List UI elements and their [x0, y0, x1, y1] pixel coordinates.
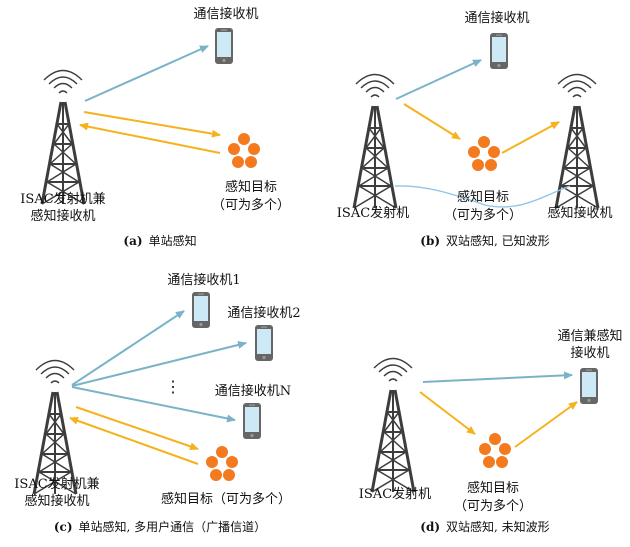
- sensing-tx-arrow: [403, 103, 461, 140]
- receiver-label-line2: 接收机: [570, 345, 609, 361]
- tx-label: ISAC发射机: [359, 486, 431, 502]
- phone-icon-2: [255, 325, 273, 361]
- sensing-echo-arrow: [69, 416, 199, 465]
- comm-link-arrow: [422, 371, 573, 383]
- receiver1-label: 通信接收机1: [167, 272, 240, 288]
- receiver-label: 通信接收机: [193, 6, 258, 22]
- tx-label-line1: ISAC发射机兼: [14, 476, 99, 492]
- tx-label-line2: 感知接收机: [24, 493, 89, 509]
- comm-link-arrow-n: [71, 386, 236, 423]
- caption-d: (d)双站感知, 未知波形: [420, 519, 549, 534]
- isac-tower-icon: [32, 359, 78, 496]
- target-label: 感知目标（可为多个）: [161, 491, 291, 507]
- tx-label: ISAC发射机: [337, 205, 409, 221]
- panel-d: 通信兼感知 接收机 ISAC发射机 感知目标 （可为多个） (d)双站感知, 未…: [359, 328, 623, 534]
- sensing-target-icon: [468, 136, 500, 171]
- sensing-target-icon: [479, 433, 511, 468]
- sensing-target-icon: [206, 446, 238, 481]
- receiver-label-line1: 通信兼感知: [557, 328, 622, 344]
- target-label-line2: （可为多个）: [454, 498, 532, 514]
- more-receivers-ellipsis: ⋮: [165, 377, 181, 396]
- isac-tower-icon: [370, 357, 416, 494]
- target-label-line1: 感知目标: [467, 480, 519, 496]
- comm-link-arrow: [84, 45, 209, 102]
- phone-icon-n: [243, 403, 261, 439]
- panel-c: ⋮ 通信接收机1 通信接收机2 通信接收机N ISAC发射机兼 感知接收机 感知…: [14, 272, 300, 534]
- sensing-tx-arrow: [419, 391, 476, 435]
- target-label-line1: 感知目标: [225, 179, 277, 195]
- panel-b: 通信接收机 ISAC发射机 感知目标 （可为多个） 感知接收机 (b)双站感知,…: [337, 10, 613, 248]
- phone-icon-1: [192, 292, 210, 328]
- comm-link-arrow-2: [71, 341, 247, 387]
- comm-link-arrow: [395, 59, 482, 100]
- phone-icon: [490, 33, 508, 69]
- caption-a: (a)单站感知: [123, 233, 196, 248]
- sensing-target-icon: [228, 133, 260, 168]
- sensing-echo-arrow: [501, 121, 560, 154]
- rx-label: 感知接收机: [547, 205, 612, 221]
- receiverN-label: 通信接收机N: [215, 383, 291, 399]
- target-label-line2: （可为多个）: [212, 197, 290, 213]
- tx-label-line1: ISAC发射机兼: [20, 191, 105, 207]
- comm-link-arrow-1: [71, 310, 185, 386]
- isac-tower-icon: [40, 69, 86, 206]
- receiver-label: 通信接收机: [464, 10, 529, 26]
- receiver2-label: 通信接收机2: [227, 305, 300, 321]
- caption-b: (b)双站感知, 已知波形: [420, 233, 549, 248]
- phone-icon: [215, 28, 233, 64]
- panel-a: 通信接收机 ISAC发射机兼 感知接收机 感知目标 （可为多个） (a)单站感知: [20, 6, 290, 248]
- caption-c: (c)单站感知, 多用户通信（广播信道）: [54, 519, 266, 534]
- target-label-line2: （可为多个）: [444, 207, 522, 223]
- waveform-reference-link: [394, 185, 571, 208]
- sensing-tx-arrow: [75, 406, 199, 451]
- target-label-line1: 感知目标: [457, 189, 509, 205]
- isac-tower-icon: [352, 73, 398, 210]
- sensing-receiver-tower-icon: [554, 73, 600, 210]
- phone-icon: [580, 368, 598, 404]
- sensing-tx-arrow: [83, 111, 221, 138]
- sensing-echo-arrow: [514, 401, 578, 448]
- sensing-echo-arrow: [79, 122, 221, 154]
- tx-label-line2: 感知接收机: [30, 208, 95, 224]
